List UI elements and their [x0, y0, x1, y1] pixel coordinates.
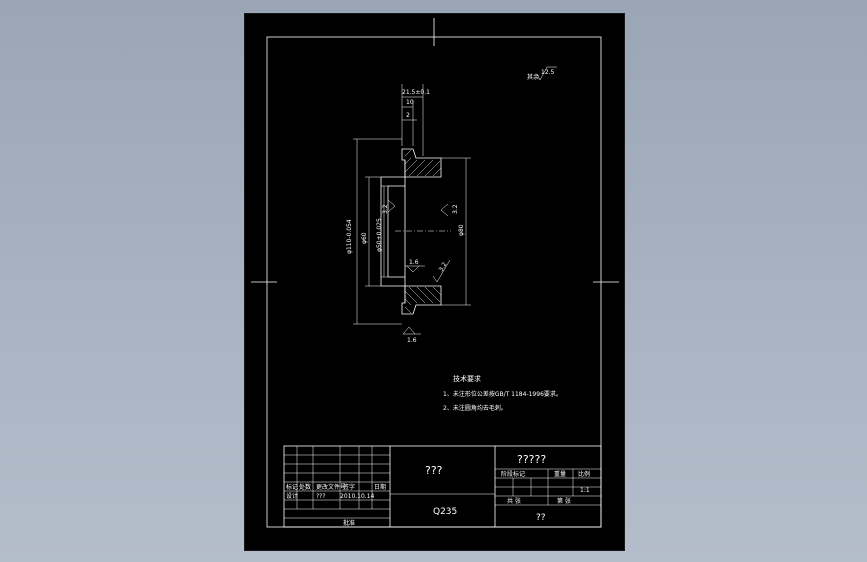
tech-notes: 技术要求 1、未注形位公差按GB/T 1184-1996要求。 2、未注圆角均去…	[443, 374, 562, 412]
title-block: 标记 处数 更改文件号 签字 日期 设计 ??? 2010.10.14 批准 ?…	[283, 445, 602, 528]
roughness-r4: 3.2	[438, 261, 449, 273]
weight-label: 重量	[554, 470, 566, 478]
roughness-r3: 1.6	[409, 259, 419, 266]
cad-drawing: 其余 12.5	[251, 18, 619, 528]
hatch-top	[404, 149, 442, 177]
scale: 1:1	[580, 487, 590, 494]
stage-label: 阶段标记	[501, 470, 525, 478]
drawing-no: ?????	[517, 453, 546, 466]
sheets-total: 共 张	[507, 497, 521, 505]
tech-title: 技术要求	[453, 374, 481, 383]
dim-dia-80: φ80	[458, 224, 465, 236]
tech-line2: 2、未注圆角均去毛刺。	[443, 404, 507, 412]
tech-line1: 1、未注形位公差按GB/T 1184-1996要求。	[443, 390, 562, 398]
part-section	[380, 148, 451, 315]
design-date: 2010.10.14	[340, 493, 375, 500]
roughness-other-symbol: 其余 12.5	[527, 66, 557, 81]
roughness-r5: 1.6	[407, 337, 417, 344]
dim-width-step: 10	[406, 99, 414, 106]
inner-frame	[266, 36, 602, 528]
roughness-r1: 3.2	[382, 204, 389, 214]
approve-label: 批准	[343, 519, 355, 527]
hdr-sign: 签字	[343, 483, 355, 491]
company: ??	[536, 513, 546, 523]
roughness-other-prefix: 其余	[527, 73, 539, 81]
dim-width-total: 21.5±0.1	[402, 89, 430, 96]
roughness-marks: 3.2 3.2 1.6 3.2 1.6	[382, 199, 459, 344]
roughness-other-value: 12.5	[541, 69, 555, 76]
dim-dia-60: φ60	[361, 232, 368, 244]
dim-dia-bore: φ50+0.025	[376, 218, 383, 252]
dimensions: 21.5±0.1 10 2 φ110-0.054 φ60 φ50+0.025 φ…	[346, 84, 471, 325]
drawing-sheet: 其余 12.5	[244, 13, 625, 551]
design-label: 设计	[286, 492, 298, 500]
hdr-mark: 标记	[286, 483, 298, 491]
roughness-r2: 3.2	[452, 204, 459, 214]
hdr-count: 处数	[299, 483, 311, 491]
dim-dia-outer: φ110-0.054	[346, 219, 353, 254]
hdr-date: 日期	[374, 483, 386, 491]
sheet-no: 第 张	[557, 497, 571, 505]
hatch-bottom	[404, 286, 442, 314]
hdr-docno: 更改文件号	[316, 483, 346, 491]
scale-label: 比例	[578, 470, 590, 478]
designer: ???	[316, 493, 326, 500]
dim-chamfer: 2	[406, 112, 410, 119]
part-name: ???	[425, 464, 443, 477]
material: Q235	[433, 507, 457, 517]
